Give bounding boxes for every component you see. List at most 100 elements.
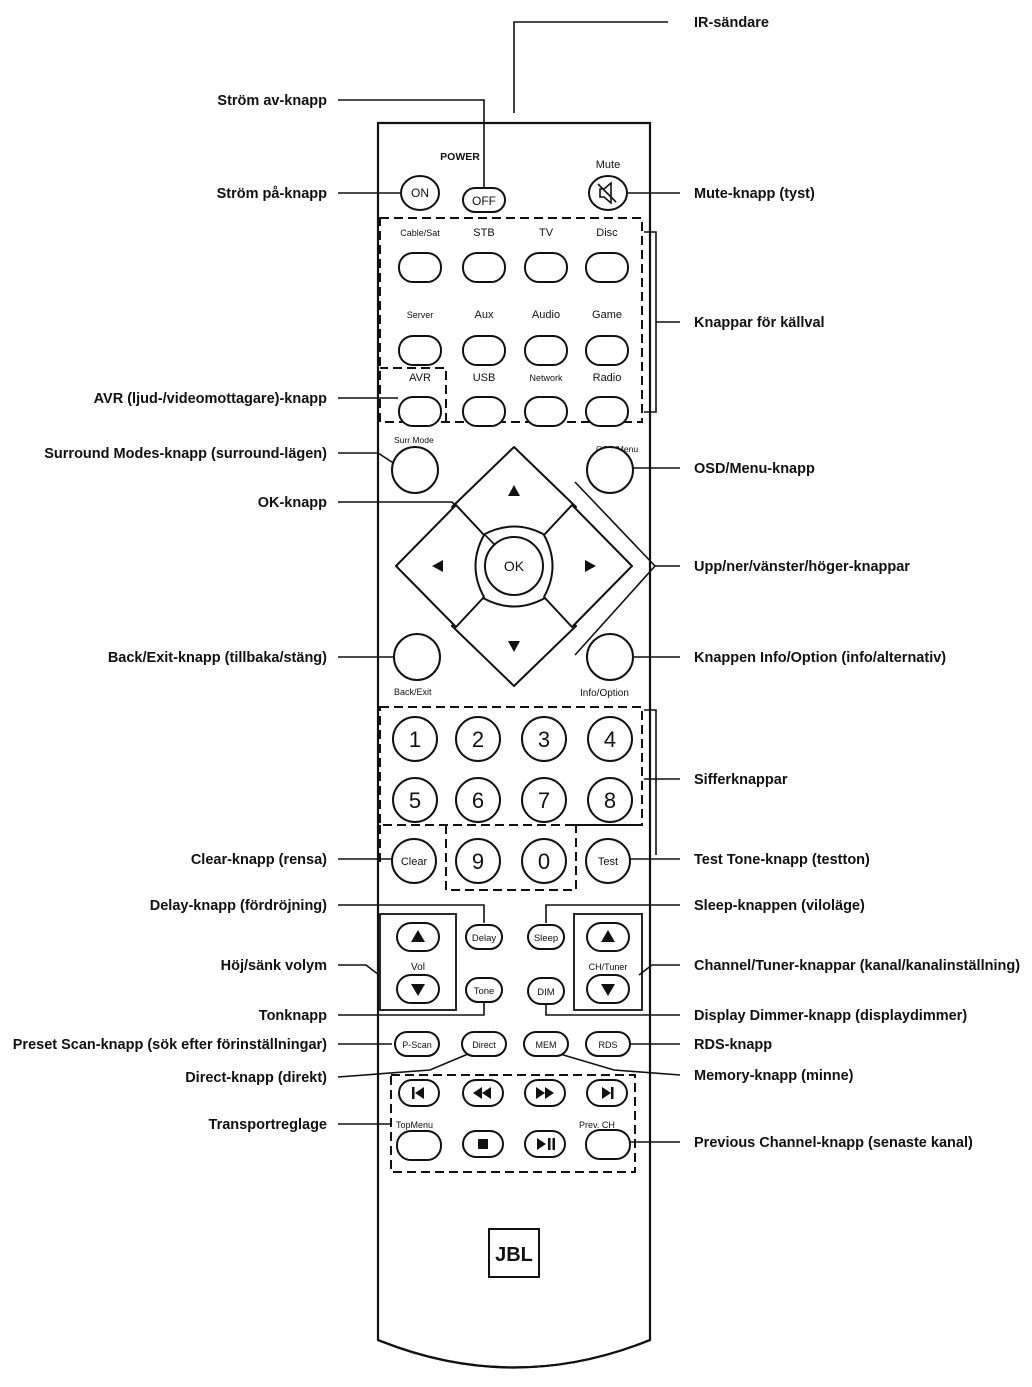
- callout-volume: Höj/sänk volym: [221, 958, 327, 974]
- p-scan-label: P-Scan: [402, 1040, 432, 1050]
- source-label-cable-sat: Cable/Sat: [400, 228, 440, 238]
- vol-up-icon: [411, 930, 425, 942]
- callout-dimmer: Display Dimmer-knapp (displaydimmer): [694, 1008, 967, 1024]
- digit-button-4[interactable]: [587, 716, 633, 762]
- jbl-logo: JBL: [495, 1244, 533, 1266]
- up-arrow-icon: [508, 485, 520, 496]
- ch-down-icon: [601, 984, 615, 996]
- source-label-game: Game: [592, 309, 622, 321]
- digit-button-0[interactable]: [521, 838, 567, 884]
- dim-label: DIM: [537, 987, 555, 998]
- digit-label-3: 3: [538, 727, 550, 752]
- callout-test-tone: Test Tone-knapp (testton): [694, 852, 870, 868]
- delay-button[interactable]: [465, 924, 503, 950]
- digit-button-6[interactable]: [455, 777, 501, 823]
- source-label-aux: Aux: [475, 309, 494, 321]
- callout-clear: Clear-knapp (rensa): [191, 852, 327, 868]
- source-button-audio[interactable]: [524, 335, 568, 366]
- callout-rds: RDS-knapp: [694, 1037, 772, 1053]
- test-button[interactable]: [585, 838, 631, 884]
- remote-bottom-curve: [377, 1338, 651, 1369]
- clear-label: Clear: [401, 856, 428, 868]
- source-button-radio[interactable]: [585, 396, 629, 427]
- osd-menu-button[interactable]: [586, 446, 634, 494]
- down-arrow-icon: [508, 641, 520, 652]
- rds-button[interactable]: [585, 1031, 631, 1057]
- play-pause-icon: [537, 1138, 555, 1150]
- ch-bracket: [573, 913, 643, 1011]
- tone-button[interactable]: [465, 977, 503, 1003]
- source-button-server[interactable]: [398, 335, 442, 366]
- source-button-stb[interactable]: [462, 252, 506, 283]
- surr-mode-button[interactable]: [391, 446, 439, 494]
- callout-tone: Tonknapp: [259, 1008, 327, 1024]
- callout-preset-scan: Preset Scan-knapp (sök efter förinställn…: [13, 1037, 327, 1053]
- source-label-avr: AVR: [409, 372, 431, 384]
- rds-label: RDS: [598, 1040, 617, 1050]
- source-label-stb: STB: [473, 227, 494, 239]
- vol-bracket: [379, 913, 457, 1011]
- power-off-label: OFF: [472, 194, 496, 208]
- dim-button[interactable]: [527, 977, 565, 1005]
- callout-sources: Knappar för källval: [694, 315, 825, 331]
- callout-ir: IR-sändare: [694, 15, 769, 31]
- callout-numeric: Sifferknappar: [694, 772, 788, 788]
- digit-button-9[interactable]: [455, 838, 501, 884]
- callout-sleep: Sleep-knappen (viloläge): [694, 898, 865, 914]
- digit-button-7[interactable]: [521, 777, 567, 823]
- rewind-icon: [473, 1087, 491, 1099]
- prev-ch-label: Prev. CH: [579, 1120, 615, 1130]
- prev-track-icon: [412, 1087, 424, 1099]
- source-button-network[interactable]: [524, 396, 568, 427]
- power-on-button[interactable]: [400, 175, 440, 211]
- power-off-button[interactable]: [462, 187, 506, 213]
- clear-button[interactable]: [391, 838, 437, 884]
- callout-back: Back/Exit-knapp (tillbaka/stäng): [108, 650, 327, 666]
- callout-channel: Channel/Tuner-knappar (kanal/kanalinstäl…: [694, 958, 1020, 974]
- prev-ch-button[interactable]: [585, 1129, 631, 1160]
- source-button-aux[interactable]: [462, 335, 506, 366]
- mute-label: Mute: [596, 159, 620, 171]
- vol-label: Vol: [411, 962, 425, 973]
- sleep-button[interactable]: [527, 924, 565, 950]
- callout-delay: Delay-knapp (fördröjning): [150, 898, 327, 914]
- dashed-groups: [379, 217, 643, 1173]
- source-button-tv[interactable]: [524, 252, 568, 283]
- top-menu-button[interactable]: [396, 1130, 442, 1161]
- digit-button-5[interactable]: [392, 777, 438, 823]
- power-label: POWER: [440, 151, 480, 163]
- source-button-cable-sat[interactable]: [398, 252, 442, 283]
- callout-avr: AVR (ljud-/videomottagare)-knapp: [94, 391, 327, 407]
- digit-label-1: 1: [409, 727, 421, 752]
- source-button-avr[interactable]: [398, 396, 442, 427]
- back-exit-label: Back/Exit: [394, 687, 432, 697]
- digit-button-2[interactable]: [455, 716, 501, 762]
- callout-power-off: Ström av-knapp: [217, 93, 327, 109]
- ok-button[interactable]: [484, 536, 544, 596]
- vol-down-icon: [411, 984, 425, 996]
- info-option-button[interactable]: [586, 633, 634, 681]
- info-option-label: Info/Option: [580, 688, 629, 699]
- digit-label-7: 7: [538, 788, 550, 813]
- source-label-radio: Radio: [593, 372, 622, 384]
- source-button-game[interactable]: [585, 335, 629, 366]
- back-exit-button[interactable]: [393, 633, 441, 681]
- direct-button[interactable]: [461, 1031, 507, 1057]
- p-scan-button[interactable]: [394, 1031, 440, 1057]
- mem-button[interactable]: [523, 1031, 569, 1057]
- digit-button-3[interactable]: [521, 716, 567, 762]
- source-button-usb[interactable]: [462, 396, 506, 427]
- power-on-label: ON: [411, 186, 429, 200]
- digit-button-1[interactable]: [392, 716, 438, 762]
- digit-label-5: 5: [409, 788, 421, 813]
- digit-label-2: 2: [472, 727, 484, 752]
- next-track-icon: [602, 1087, 614, 1099]
- callout-osd: OSD/Menu-knapp: [694, 461, 815, 477]
- mem-label: MEM: [536, 1040, 557, 1050]
- source-button-disc[interactable]: [585, 252, 629, 283]
- callout-transport: Transportreglage: [209, 1117, 327, 1133]
- callout-power-on: Ström på-knapp: [217, 186, 328, 202]
- digit-button-8[interactable]: [587, 777, 633, 823]
- right-arrow-icon: [585, 560, 596, 572]
